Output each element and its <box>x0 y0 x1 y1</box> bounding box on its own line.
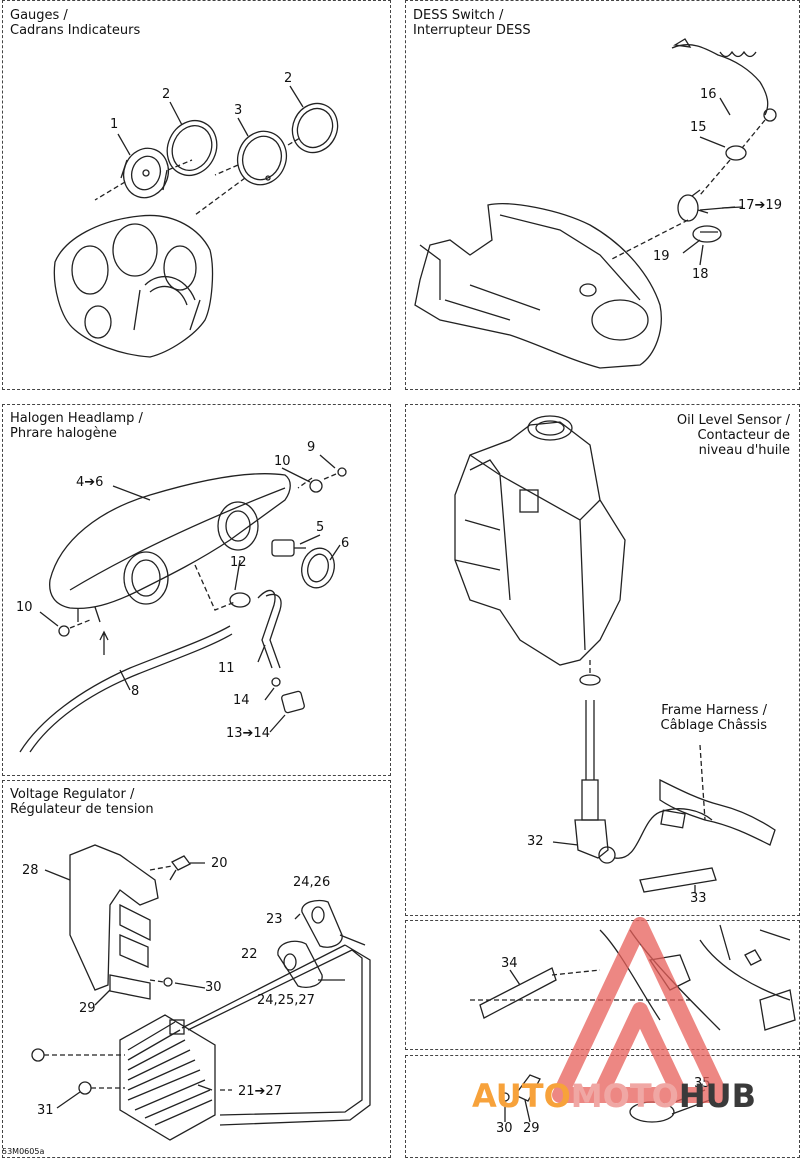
callout-oil-33: 33 <box>690 891 707 906</box>
callout-headlamp-5: 5 <box>316 520 325 535</box>
callout-oil-32: 32 <box>527 834 544 849</box>
headlamp-panel <box>2 404 391 776</box>
callout-headlamp-6: 6 <box>341 536 350 551</box>
headlamp-housing-drawing <box>49 473 291 623</box>
dess-switch-17-drawing <box>677 189 709 222</box>
headlamp-title: Halogen Headlamp / Phrare halogène <box>10 411 143 441</box>
voltage-title: Voltage Regulator / Régulateur de tensio… <box>10 787 154 817</box>
callout-dess-15: 15 <box>690 120 707 135</box>
headlamp-title-en: Halogen Headlamp / <box>10 411 143 426</box>
oil-title-fr1: Contacteur de <box>697 428 790 443</box>
gauge-housing-drawing <box>53 214 214 358</box>
callout-dess-18: 18 <box>692 267 709 282</box>
gauge-1-drawing <box>120 147 170 199</box>
callout-headlamp-9: 9 <box>307 440 316 455</box>
regulator-heatsink-drawing <box>119 1014 216 1141</box>
headlamp-title-fr: Phrare halogène <box>10 426 117 441</box>
oil-sleeve-33-drawing <box>639 867 717 893</box>
callout-regulator-28: 28 <box>22 863 39 878</box>
dess-title: DESS Switch / Interrupteur DESS <box>413 8 531 38</box>
gauges-title: Gauges / Cadrans Indicateurs <box>10 8 140 38</box>
headlamp-clamp-14-drawing <box>271 677 281 687</box>
dess-title-fr: Interrupteur DESS <box>413 23 531 38</box>
gauge-ring-2b-drawing <box>291 102 339 154</box>
voltage-panel <box>2 780 391 1158</box>
callout-sleeve-34: 34 <box>501 956 518 971</box>
headlamp-screw-9-drawing <box>337 467 347 477</box>
regulator-screw-20-drawing <box>169 855 191 881</box>
oil-title-en: Oil Level Sensor / <box>676 413 790 428</box>
frame-harness-title: Frame Harness / Câblage Châssis <box>661 703 767 733</box>
callout-dess-19: 19 <box>653 249 670 264</box>
callout-headlamp-12: 12 <box>230 555 247 570</box>
headlamp-trim-8-drawing <box>19 625 233 753</box>
callout-headlamp-13-14: 13➔14 <box>226 726 270 741</box>
callout-regulator-30: 30 <box>205 980 222 995</box>
regulator-connector-23-drawing <box>301 899 343 948</box>
callout-regulator-22: 22 <box>241 947 258 962</box>
dess-ring-18-drawing <box>692 225 722 243</box>
callout-dess-17-19: 17➔19 <box>738 198 782 213</box>
callout-dess-16: 16 <box>700 87 717 102</box>
watermark-part2: MOTO <box>570 1077 679 1115</box>
gauges-title-en: Gauges / <box>10 8 68 23</box>
oil-title: Oil Level Sensor / Contacteur de niveau … <box>677 413 790 458</box>
sleeve-34-drawing <box>479 967 557 1019</box>
regulator-bracket-28-drawing <box>69 844 159 1000</box>
callout-gauge-3: 3 <box>234 103 243 118</box>
voltage-title-en: Voltage Regulator / <box>10 787 135 802</box>
oil-level-sensor-drawing <box>574 674 616 864</box>
headlamp-ring-6-drawing <box>301 547 335 589</box>
headlamp-connector-13-drawing <box>281 690 305 714</box>
regulator-connector-22-drawing <box>277 940 323 989</box>
gauges-panel <box>2 0 391 390</box>
regulator-wires-drawing <box>181 944 371 1126</box>
gauge-ring-2a-drawing <box>166 120 218 176</box>
callout-regulator-20: 20 <box>211 856 228 871</box>
dess-nut-15-drawing <box>725 145 747 161</box>
callout-headlamp-8: 8 <box>131 684 140 699</box>
callout-clip-30: 30 <box>496 1121 513 1136</box>
voltage-title-fr: Régulateur de tension <box>10 802 154 817</box>
watermark-part3: HUB <box>678 1077 757 1115</box>
headlamp-bulb-5-drawing <box>271 539 306 557</box>
gauges-title-fr: Cadrans Indicateurs <box>10 23 141 38</box>
callout-gauge-1: 1 <box>110 117 119 132</box>
headlamp-nut-10b-drawing <box>58 625 70 637</box>
frame-title-fr: Câblage Châssis <box>660 718 767 733</box>
watermark-part1: AUTO <box>472 1077 571 1115</box>
dess-lanyard-drawing <box>671 38 777 122</box>
watermark-text: AUTOMOTOHUB <box>472 1077 756 1115</box>
gauge-3-drawing <box>236 130 288 186</box>
callout-gauge-ring-2b: 2 <box>284 71 293 86</box>
callout-regulator-24-25-27: 24,25,27 <box>257 993 315 1008</box>
callout-headlamp-11: 11 <box>218 661 235 676</box>
headlamp-grommet-12-drawing <box>229 592 251 608</box>
oil-title-fr2: niveau d'huile <box>698 443 790 458</box>
oil-tank-drawing <box>454 415 626 666</box>
callout-regulator-21-27: 21➔27 <box>238 1084 282 1099</box>
callout-gauge-ring-2a: 2 <box>162 87 171 102</box>
headlamp-nut-10a-drawing <box>309 479 323 493</box>
frame-title-en: Frame Harness / <box>661 703 767 718</box>
callout-headlamp-14: 14 <box>233 693 250 708</box>
callout-headlamp-10b: 10 <box>16 600 33 615</box>
callout-headlamp-10a: 10 <box>274 454 291 469</box>
regulator-nut-30-drawing <box>163 977 173 987</box>
callout-regulator-29: 29 <box>79 1001 96 1016</box>
callout-regulator-24-26: 24,26 <box>293 875 331 890</box>
callout-headlamp-4-6: 4➔6 <box>76 475 104 490</box>
frame-harness-drawing <box>614 778 776 859</box>
figure-id: 53M0605a <box>2 1147 45 1156</box>
dess-title-en: DESS Switch / <box>413 8 504 23</box>
dess-console-drawing <box>414 203 662 369</box>
callout-regulator-31: 31 <box>37 1103 54 1118</box>
callout-clip-29: 29 <box>523 1121 540 1136</box>
headlamp-tube-11-drawing <box>257 589 282 669</box>
callout-regulator-23: 23 <box>266 912 283 927</box>
